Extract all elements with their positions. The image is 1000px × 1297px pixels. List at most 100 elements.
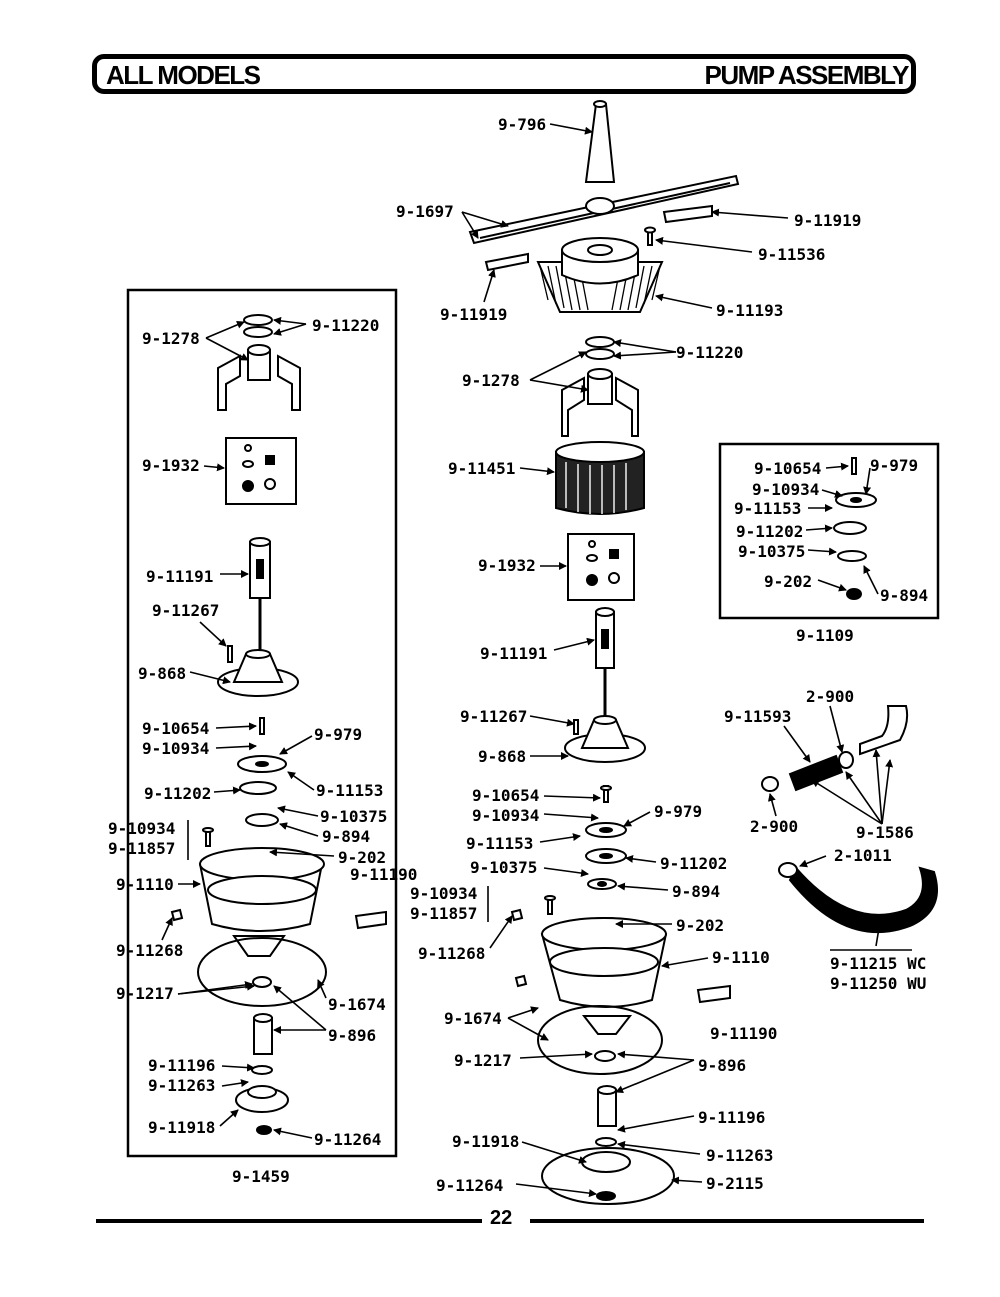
part-label: 9-11215 WC [830,954,926,973]
leader [711,208,789,219]
leader [273,323,307,336]
part-label: 9-10654 [142,719,209,738]
leader [515,1183,597,1198]
part-label: 9-11263 [706,1146,773,1165]
part-label: 9-894 [322,827,370,846]
leader [221,1079,249,1088]
part-label: 9-11196 [148,1056,215,1075]
leader [543,867,589,878]
hub-screw [573,719,579,735]
leader [203,463,225,472]
part-label: 9-10375 [320,807,387,826]
spray-tower [584,103,616,183]
leader [461,211,479,239]
leader [205,337,249,361]
part-label: 9-11220 [676,343,743,362]
leader [489,915,513,949]
part-label: 9-979 [314,725,362,744]
arm-bracket-right [662,204,713,224]
part-label: 9-1586 [856,823,914,842]
part-label: 9-11857 [108,839,175,858]
part-label: 9-1110 [712,948,770,967]
part-label: 9-11264 [314,1130,381,1149]
leader [881,759,894,825]
rkit-seal [833,492,877,535]
part-label: 9-11220 [312,316,379,335]
drain-fastener [514,974,528,988]
leader [872,749,883,825]
part-label: 9-11190 [710,1024,777,1043]
header-assembly-title: PUMP ASSEMBLY [704,60,910,90]
kit-hardware-card [225,437,297,505]
leader [519,467,555,476]
part-label: 9-2115 [706,1174,764,1193]
leader [277,805,319,817]
part-label: 9-10375 [470,858,537,877]
part-label: 9-1278 [462,371,520,390]
leader [829,705,845,753]
part-label: 9-1674 [328,995,386,1014]
part-label: 9-11267 [152,601,219,620]
part-label: 9-896 [328,1026,376,1045]
part-label: 9-11196 [698,1108,765,1127]
lower-shaft [597,1085,617,1127]
part-label: 9-11190 [350,865,417,884]
part-label: 9-10934 [752,480,819,499]
leader [625,854,657,863]
leader [519,1050,593,1059]
part-label: 9-1110 [116,875,174,894]
part-label: 9-10654 [472,786,539,805]
kit-washer [251,1065,273,1075]
part-label: 9-11191 [480,644,547,663]
part-label: 9-202 [764,572,812,591]
leader [161,917,173,941]
part-label: 9-1278 [142,329,200,348]
seal-stack [585,822,627,864]
leader [615,1059,695,1094]
leader [507,1006,539,1019]
part-label: 9-11202 [736,522,803,541]
leader [821,489,843,498]
footer-rule-left [96,1219,482,1223]
kit-pump-housing [198,847,325,957]
leader [661,957,709,969]
part-label: 9-1217 [454,1051,512,1070]
gasket-1674 [537,1005,663,1075]
part-label: 9-1932 [478,556,536,575]
leader [461,211,509,228]
part-label: 9-868 [478,747,526,766]
leader [783,725,811,763]
part-label: 9-11202 [144,784,211,803]
part-label: 9-1697 [396,202,454,221]
leader [655,293,713,309]
leader [529,715,575,727]
leader [799,855,827,868]
part-label: 9-10934 [142,739,209,758]
leader [529,379,589,393]
leader [483,269,496,303]
filter-screen [555,441,645,515]
leader [507,1017,549,1041]
part-label: 9-10934 [410,884,477,903]
part-label: 9-11268 [116,941,183,960]
part-label: 9-11267 [460,707,527,726]
rkit-cam [837,550,867,562]
part-label: 9-11536 [758,245,825,264]
washer-11263 [595,1137,617,1147]
leader [805,524,833,533]
leader [269,848,335,857]
part-label: 9-894 [672,882,720,901]
kit-gasket [197,937,327,1007]
part-label: 9-796 [498,115,546,134]
part-label: 9-11263 [148,1076,215,1095]
kit-seal-ring-top [243,314,273,326]
part-label: 9-979 [870,456,918,475]
part-label: 9-11919 [794,211,861,230]
part-label: 9-10654 [754,459,821,478]
part-label: 9-979 [654,802,702,821]
part-label: 9-10934 [108,819,175,838]
kit-clip-11190 [354,910,387,930]
part-label: 2-900 [750,817,798,836]
leader [613,351,677,360]
